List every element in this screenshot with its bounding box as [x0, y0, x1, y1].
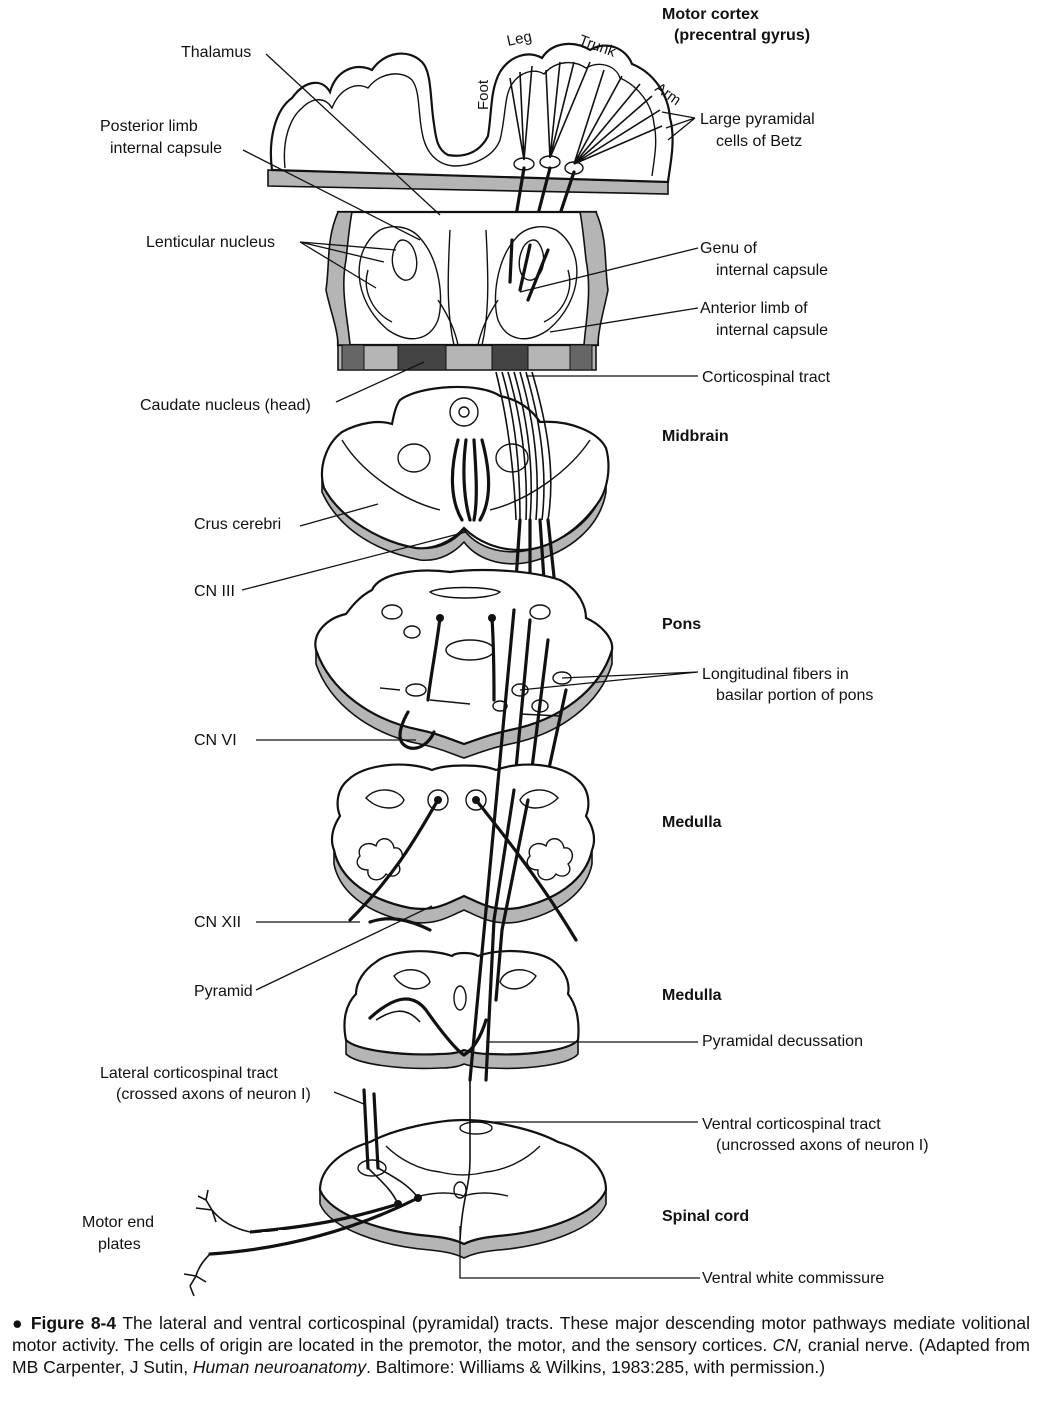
label-basilar-portion: basilar portion of pons — [716, 687, 873, 704]
caption-text-1: The lateral and ventral corticospinal (p… — [12, 1313, 1030, 1355]
label-genu-2: internal capsule — [716, 262, 828, 279]
label-ventral-cst-2: (uncrossed axons of neuron I) — [716, 1137, 929, 1154]
figure-number: Figure 8-4 — [30, 1313, 117, 1333]
label-posterior-limb-2: internal capsule — [110, 140, 222, 157]
caption-text-2: cranial nerve. (Adapted from MB Carpente… — [12, 1335, 1031, 1377]
caption-cn: CN, — [772, 1335, 803, 1355]
motor-cortex-section — [267, 42, 674, 252]
label-plates: plates — [98, 1236, 141, 1253]
label-medulla-upper: Medulla — [662, 814, 722, 831]
leader-lines — [241, 53, 699, 1123]
label-midbrain: Midbrain — [662, 428, 729, 445]
label-thalamus: Thalamus — [181, 44, 251, 61]
label-crus-cerebri: Crus cerebri — [194, 516, 281, 533]
caption-text-3: . Baltimore: Williams & Wilkins, 1983:28… — [366, 1357, 826, 1377]
label-anterior-limb: Anterior limb of — [700, 300, 808, 317]
label-medulla-lower: Medulla — [662, 987, 722, 1004]
spinal-cord-section — [183, 1080, 700, 1297]
label-motor-end: Motor end — [82, 1214, 154, 1231]
label-lenticular-nucleus: Lenticular nucleus — [146, 234, 275, 251]
label-cn-iii: CN III — [194, 583, 235, 600]
label-pons: Pons — [662, 616, 701, 633]
label-foot: Foot — [475, 79, 492, 110]
figure-caption: ● Figure 8-4 The lateral and ventral cor… — [12, 1312, 1030, 1378]
label-ventral-cst: Ventral corticospinal tract — [702, 1116, 881, 1133]
label-leg: Leg — [505, 28, 533, 50]
pons-section — [314, 569, 614, 812]
label-caudate-nucleus: Caudate nucleus (head) — [140, 397, 311, 414]
medulla-lower-section — [343, 908, 580, 1082]
label-lateral-cst: Lateral corticospinal tract — [100, 1065, 278, 1082]
medulla-upper-section — [330, 758, 596, 942]
label-lateral-cst-2: (crossed axons of neuron I) — [116, 1086, 311, 1103]
label-cells-of-betz: cells of Betz — [716, 133, 802, 150]
label-genu: Genu of — [700, 240, 757, 257]
label-cn-vi: CN VI — [194, 732, 237, 749]
caption-book: Human neuroanatomy — [192, 1357, 367, 1377]
bullet-icon: ● — [12, 1313, 25, 1333]
label-longitudinal-fibers: Longitudinal fibers in — [702, 666, 849, 683]
corticospinal-tract-diagram: Motor cortex (precentral gyrus) Leg Trun… — [82, 6, 929, 1297]
label-ventral-white-commissure: Ventral white commissure — [702, 1270, 884, 1287]
label-pyramidal-decussation: Pyramidal decussation — [702, 1033, 863, 1050]
label-anterior-limb-2: internal capsule — [716, 322, 828, 339]
labels: Motor cortex (precentral gyrus) Leg Trun… — [82, 6, 929, 1287]
label-pyramid: Pyramid — [194, 983, 253, 1000]
label-spinal-cord: Spinal cord — [662, 1208, 749, 1225]
label-large-pyramidal: Large pyramidal — [700, 111, 815, 128]
label-posterior-limb: Posterior limb — [100, 118, 198, 135]
label-precentral-gyrus: (precentral gyrus) — [674, 27, 810, 44]
midbrain-section — [320, 371, 610, 692]
internal-capsule-section — [325, 210, 609, 371]
label-motor-cortex: Motor cortex — [662, 6, 759, 23]
label-corticospinal-tract: Corticospinal tract — [702, 369, 831, 386]
label-cn-xii: CN XII — [194, 914, 241, 931]
